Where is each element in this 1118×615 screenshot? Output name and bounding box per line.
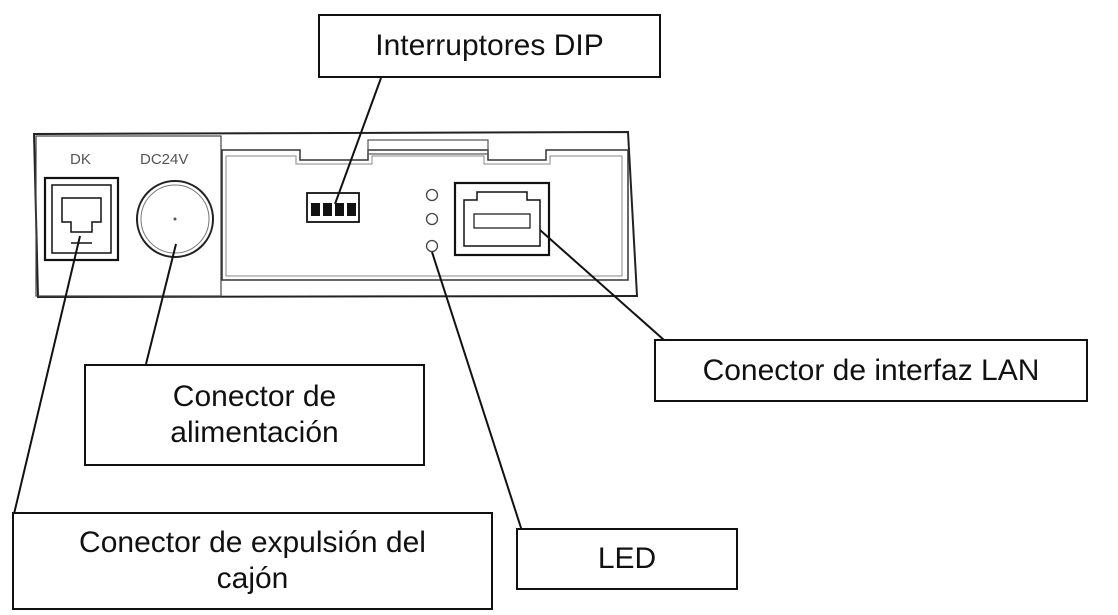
leader-dip — [334, 77, 382, 205]
callout-power-line-2: alimentación — [170, 416, 339, 449]
callout-power-line-1: Conector de — [172, 380, 337, 413]
callout-dip-text: Interruptores DIP — [375, 29, 604, 62]
leader-drawer — [13, 235, 81, 515]
panel-housing — [32, 130, 639, 299]
led-indicator — [425, 188, 439, 202]
callout-drawer-line-2: cajón — [216, 562, 289, 595]
dk-port-label: DK — [70, 151, 91, 168]
callout-drawer-connector: Conector de expulsión del cajón — [12, 512, 493, 610]
dc-port-label: DC24V — [140, 151, 188, 168]
callout-led: LED — [516, 528, 738, 590]
callout-dip-switches: Interruptores DIP — [318, 14, 661, 78]
lan-connector — [453, 181, 551, 257]
leader-led — [431, 251, 523, 532]
led-indicator — [425, 212, 439, 226]
callout-led-text: LED — [597, 542, 657, 575]
callout-lan-connector: Conector de interfaz LAN — [654, 339, 1088, 402]
dip-switch-block — [306, 192, 360, 223]
led-indicator — [425, 239, 439, 253]
callout-drawer-line-1: Conector de expulsión del — [79, 526, 426, 559]
dc-jack-connector — [136, 180, 214, 258]
interface-board-frame — [221, 149, 629, 281]
dk-connector — [43, 176, 120, 262]
callout-power-connector: Conector de alimentación — [84, 364, 425, 466]
leader-power — [145, 243, 177, 365]
callout-lan-text: Conector de interfaz LAN — [702, 353, 1040, 387]
leader-lan — [539, 229, 665, 341]
left-bezel — [35, 135, 222, 297]
